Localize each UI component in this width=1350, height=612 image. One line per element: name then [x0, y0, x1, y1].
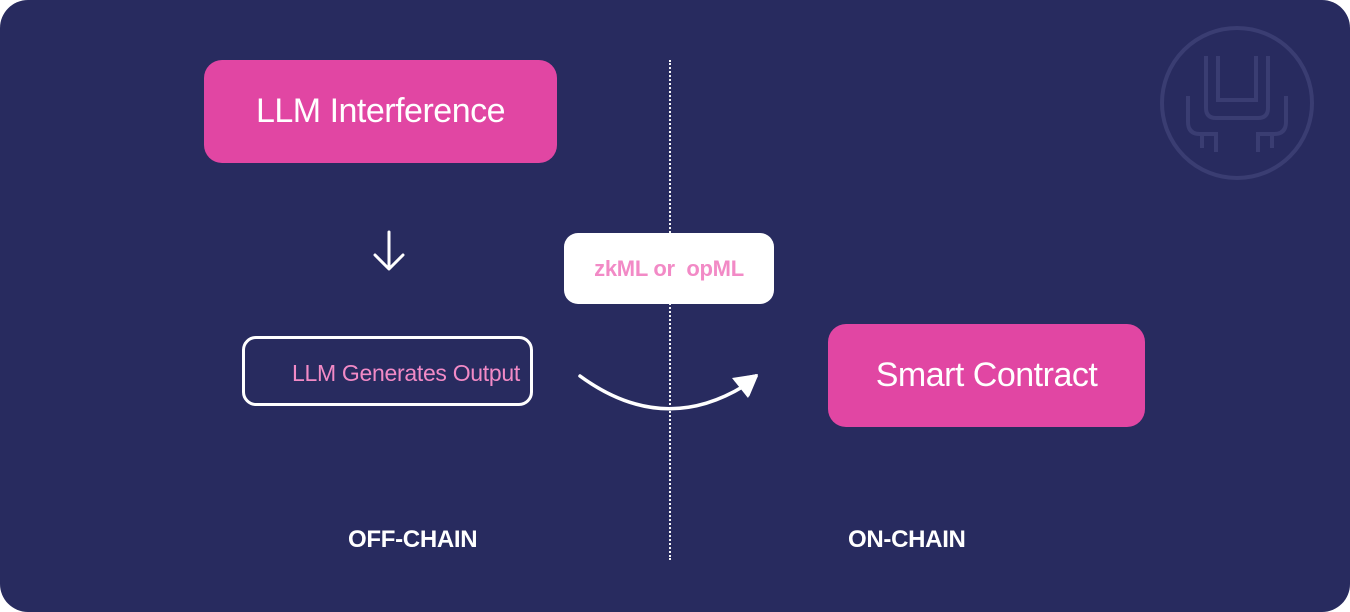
llm-interference-label: LLM Interference [255, 92, 506, 130]
verification-label: zkML or opML [594, 255, 744, 281]
chain-divider [669, 60, 671, 560]
off-chain-label: OFF-CHAIN [348, 526, 478, 553]
llm-output-label: LLM Generates Output [292, 360, 520, 386]
llm-interference-node: LLM Interference [204, 60, 557, 163]
smart-contract-node: Smart Contract [828, 324, 1145, 427]
verification-badge: zkML or opML [564, 233, 774, 304]
watermark-logo-icon [1160, 26, 1314, 180]
llm-output-node [242, 336, 533, 406]
on-chain-label: ON-CHAIN [848, 526, 966, 553]
curved-arrow-icon [578, 374, 758, 411]
smart-contract-label: Smart Contract [875, 356, 1098, 394]
arrow-down-icon [373, 230, 405, 271]
